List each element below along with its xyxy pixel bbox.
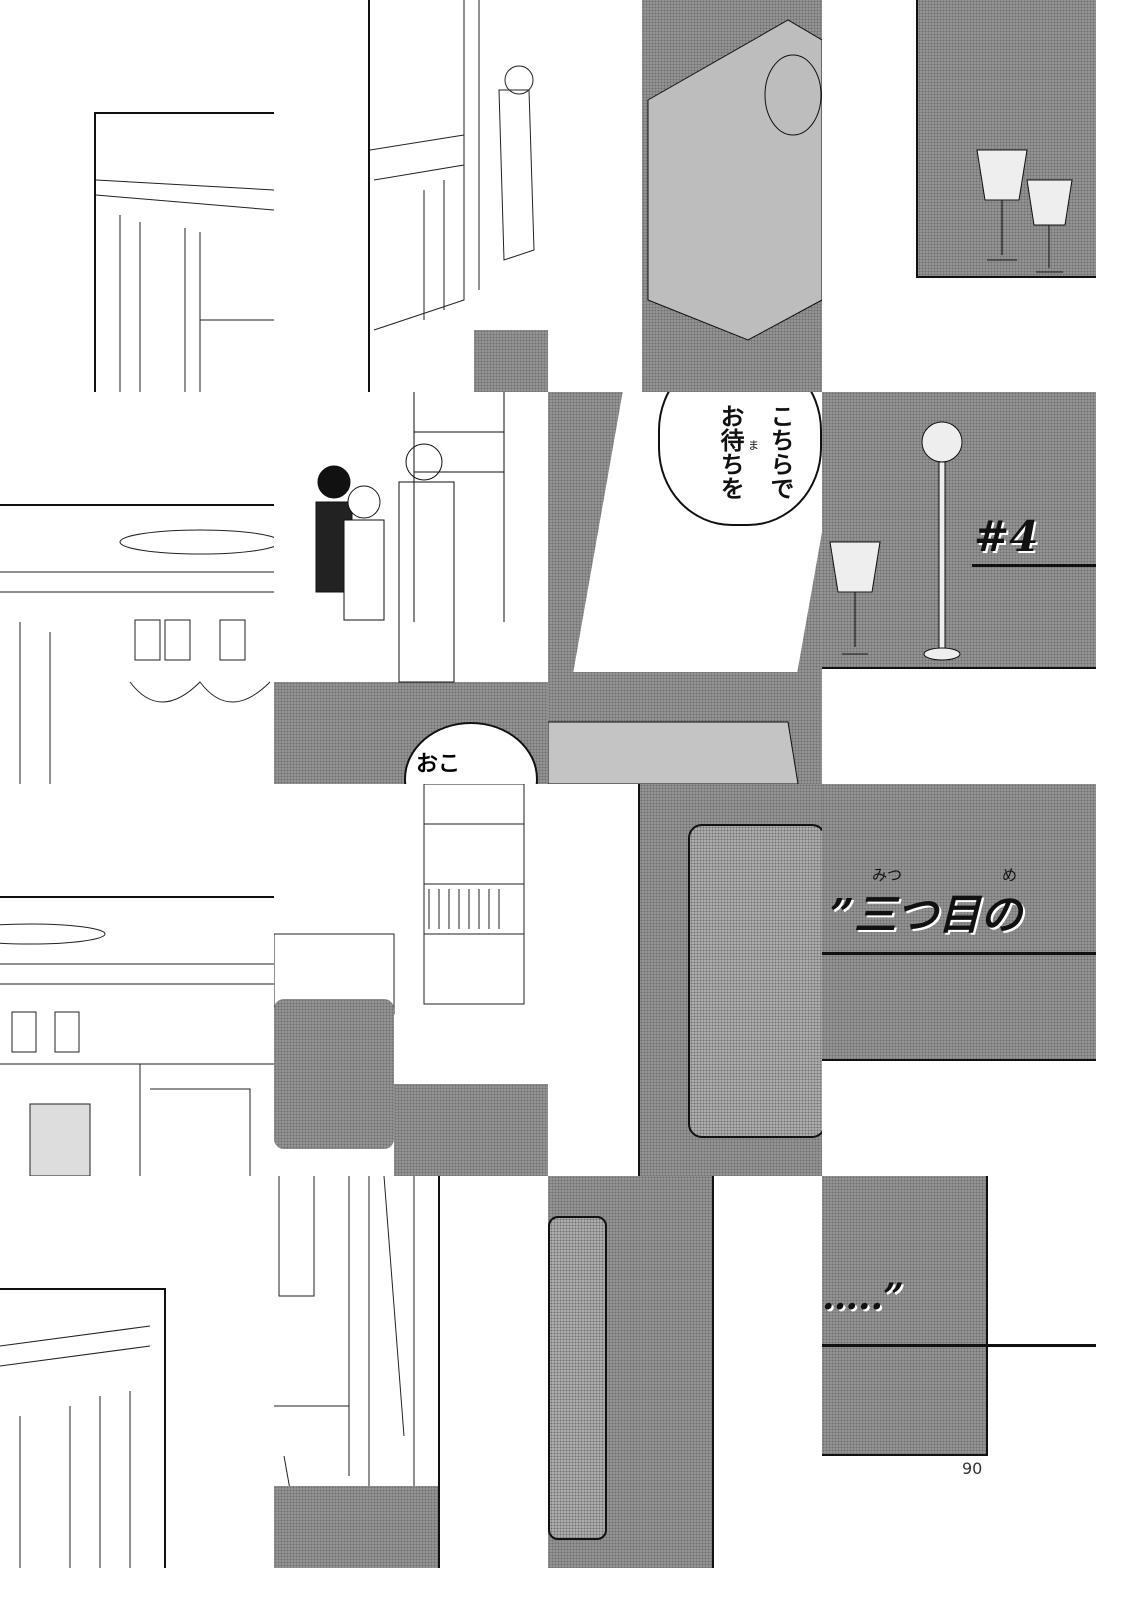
chapter-title: ”三つ目の	[830, 890, 1023, 939]
speech-line-1: こちらで	[766, 404, 795, 500]
panel-tile-fireplace-maids	[274, 0, 548, 392]
panel-tile-armchair	[548, 784, 822, 1176]
sofa-illustration	[647, 19, 822, 341]
chandelier-illustration	[0, 529, 274, 784]
panel-tile-chandelier	[0, 392, 274, 784]
panel-tile-chapter-title: みつ め ”三つ目の	[822, 784, 1096, 1176]
wine-glasses-illustration	[976, 149, 1073, 273]
panel-tile-wall-sconce	[0, 784, 274, 1176]
characters-illustration	[315, 392, 505, 683]
panel-tile-chapter-number: #4	[822, 392, 1096, 784]
panel-tile-speech-bubble: こちらで ま お待ちを	[548, 392, 822, 784]
panel-tile-bookshelves	[274, 784, 548, 1176]
panel-tile-curtain	[274, 1176, 548, 1568]
speech-line-2: お待ちを	[716, 404, 745, 500]
furigana: ま	[748, 439, 759, 452]
speech-bubble: こちらで ま お待ちを	[658, 392, 822, 526]
panel-tile-hall-corner	[0, 0, 274, 392]
lamp-illustration	[829, 421, 963, 661]
panel-tile-sofa-edge	[548, 1176, 822, 1568]
page-number: 90	[962, 1459, 983, 1478]
fireplace-illustration	[369, 0, 535, 331]
wall-panels-illustration	[95, 179, 274, 392]
armchair-illustration	[548, 721, 799, 784]
cabinet-illustration	[0, 1325, 151, 1568]
furigana-me: め	[1002, 866, 1018, 884]
panel-tile-ellipsis: …..” 90	[822, 1176, 1096, 1568]
panel-tile-sofa-top	[548, 0, 822, 392]
chapter-title-ellipsis: …..”	[822, 1276, 904, 1318]
panel-tile-cabinet	[0, 1176, 274, 1568]
furigana-mitsu: みつ	[872, 866, 903, 884]
chapter-number: #4	[974, 512, 1039, 561]
panel-tile-characters-entrance: おこ	[274, 392, 548, 784]
bubble-text: おこ	[416, 751, 461, 777]
sconce-illustration	[0, 923, 274, 1176]
curtain-illustration	[274, 1176, 415, 1568]
bookshelf-illustration	[274, 784, 525, 1015]
panel-tile-glasses	[822, 0, 1096, 392]
